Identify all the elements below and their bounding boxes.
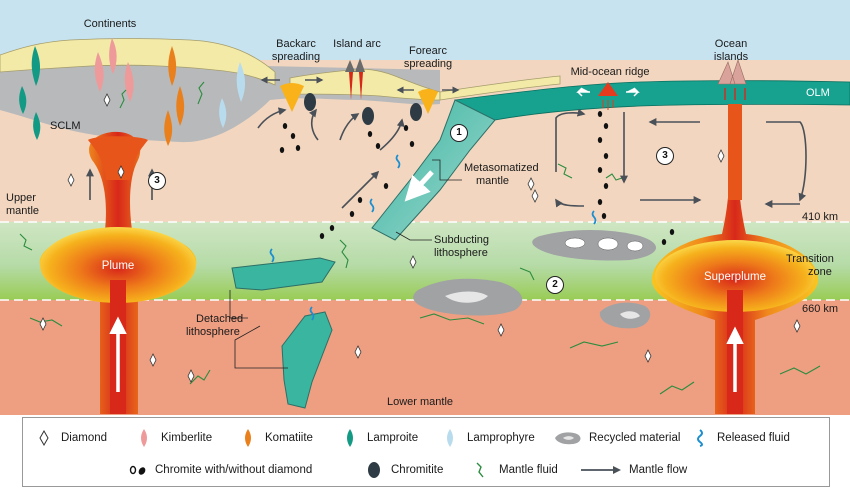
chromite-icon bbox=[129, 465, 146, 475]
label-transition-2: zone bbox=[808, 266, 832, 278]
legend-label: Lamprophyre bbox=[467, 432, 535, 444]
label-superplume: Superplume bbox=[703, 271, 767, 283]
legend-item-chromitite: Chromitite bbox=[363, 460, 443, 480]
legend-label: Released fluid bbox=[717, 432, 790, 444]
continental-crust bbox=[0, 38, 276, 86]
label-detached-2: lithosphere bbox=[186, 326, 240, 338]
lower-mantle-layer bbox=[0, 300, 850, 415]
label-subducting-1: Subducting bbox=[434, 234, 490, 246]
lamproite-icon bbox=[347, 429, 353, 447]
legend-label: Mantle flow bbox=[629, 464, 688, 476]
crust-right-of-forearc bbox=[439, 75, 561, 101]
superplume-head bbox=[655, 240, 815, 312]
legend-item-komatiite: Komatiite bbox=[237, 428, 313, 448]
plume-head bbox=[40, 227, 196, 303]
legend-label: Kimberlite bbox=[161, 432, 213, 444]
label-backarc-2: spreading bbox=[271, 51, 321, 63]
label-ocean-1: Ocean bbox=[714, 38, 748, 50]
lamprophyre-icon bbox=[447, 429, 453, 447]
recycled-material-3-inner bbox=[620, 311, 640, 319]
label-sclm: SCLM bbox=[50, 120, 81, 132]
mantle-fluid-veins bbox=[19, 81, 821, 395]
label-upper-mantle-2: mantle bbox=[6, 205, 40, 217]
forearc-vent bbox=[418, 89, 438, 114]
legend-label: Lamproite bbox=[367, 432, 419, 444]
island-arc-dyke-2 bbox=[359, 72, 363, 100]
label-660km: 660 km bbox=[802, 303, 839, 315]
legend-item-kimberlite: Kimberlite bbox=[133, 428, 212, 448]
legend-item-lamproite: Lamproite bbox=[339, 428, 418, 448]
chromite-markers bbox=[279, 111, 675, 245]
marker-2: 2 bbox=[546, 276, 564, 294]
legend-label: Diamond bbox=[61, 432, 108, 444]
chromitite-icon bbox=[368, 462, 380, 478]
legend-item-mantle-flow: Mantle flow bbox=[579, 460, 687, 480]
recycled-material-2 bbox=[532, 230, 657, 261]
label-backarc-1: Backarc bbox=[276, 38, 316, 50]
legend-label: Komatiite bbox=[265, 432, 313, 444]
label-410km: 410 km bbox=[802, 211, 839, 223]
island-arc-volcano-2 bbox=[355, 58, 365, 72]
komatiite-icon bbox=[245, 429, 251, 447]
ridge-spreading-arrows bbox=[576, 87, 640, 97]
mantle-flow-arrow-icon bbox=[581, 466, 621, 474]
detached-lithosphere-2 bbox=[281, 311, 333, 409]
legend-item-released-fluid: Released fluid bbox=[689, 428, 790, 448]
island-arc-dyke-1 bbox=[349, 72, 353, 100]
ocean-island-red-arrows bbox=[724, 88, 746, 100]
label-subducting-2: lithosphere bbox=[434, 247, 488, 259]
marker-3-left: 3 bbox=[148, 172, 166, 190]
chromitite-markers bbox=[304, 93, 422, 125]
oceanic-lithosphere bbox=[454, 80, 850, 129]
plume-neck bbox=[88, 136, 148, 180]
ocean-islands-volcano bbox=[717, 59, 747, 85]
mantle-fluid-icon bbox=[476, 462, 484, 478]
label-island-arc: Island arc bbox=[333, 38, 381, 50]
released-fluid-icon bbox=[697, 429, 703, 447]
legend-item-mantle-fluid: Mantle fluid bbox=[471, 460, 558, 480]
kimberlite-icon bbox=[141, 429, 147, 447]
recycled-material-2-inclusions bbox=[564, 237, 644, 252]
legend-item-recycled-material: Recycled material bbox=[553, 428, 680, 448]
leader-lines bbox=[229, 159, 462, 369]
released-fluid-squiggles bbox=[269, 154, 597, 321]
backarc-vent bbox=[280, 83, 304, 112]
ridge-upwelling-lines bbox=[602, 100, 614, 110]
continent-magmas bbox=[19, 38, 246, 146]
label-ocean-2: islands bbox=[713, 51, 749, 63]
island-arc-volcano-1 bbox=[345, 60, 355, 72]
label-mid-ocean-ridge: Mid-ocean ridge bbox=[570, 66, 650, 78]
mid-ocean-ridge-vent bbox=[598, 82, 618, 96]
label-lower-mantle: Lower mantle bbox=[386, 396, 454, 408]
legend-label: Recycled material bbox=[589, 432, 681, 444]
legend-label: Chromitite bbox=[391, 464, 444, 476]
label-upper-mantle-1: Upper bbox=[6, 192, 36, 204]
marker-3-right: 3 bbox=[656, 147, 674, 165]
label-forearc-2: spreading bbox=[403, 58, 453, 70]
label-metasomatized-2: mantle bbox=[476, 175, 510, 187]
legend-label: Chromite with/without diamond bbox=[155, 464, 313, 476]
label-plume: Plume bbox=[101, 260, 135, 272]
slab-arrow bbox=[404, 170, 434, 202]
label-forearc-1: Forearc bbox=[409, 45, 447, 57]
label-metasomatized-1: Metasomatized bbox=[464, 162, 539, 174]
recycled-material-icon bbox=[555, 432, 581, 445]
detached-lithosphere-1 bbox=[231, 257, 336, 291]
legend-item-diamond: Diamond bbox=[33, 428, 107, 448]
legend-item-lamprophyre: Lamprophyre bbox=[439, 428, 535, 448]
label-olm: OLM bbox=[806, 87, 830, 99]
legend-box: Diamond Kimberlite Komatiite Lamproite L… bbox=[22, 417, 830, 487]
label-transition-1: Transition bbox=[786, 253, 834, 265]
legend-label: Mantle fluid bbox=[499, 464, 558, 476]
label-continents: Continents bbox=[83, 18, 137, 30]
legend-item-chromite: Chromite with/without diamond bbox=[127, 460, 312, 480]
marker-1: 1 bbox=[450, 124, 468, 142]
label-detached-1: Detached bbox=[196, 313, 244, 325]
recycled-material-1-inner bbox=[445, 291, 488, 303]
diamond-icon bbox=[39, 429, 49, 447]
diamond-markers bbox=[39, 93, 801, 383]
superplume-conduit bbox=[728, 104, 742, 200]
